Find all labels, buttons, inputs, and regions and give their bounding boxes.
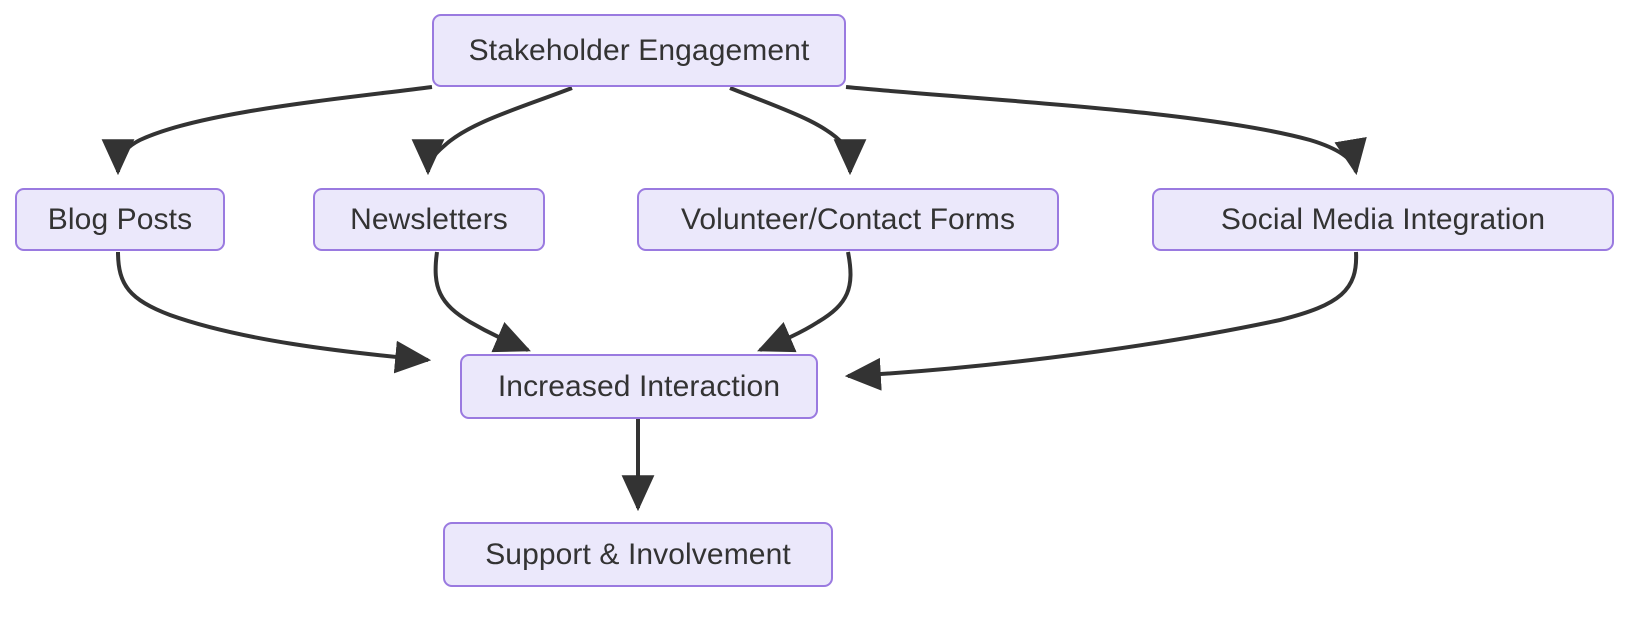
node-label-social-media-integration: Social Media Integration — [1220, 202, 1546, 236]
node-label-support-involvement: Support & Involvement — [485, 537, 791, 571]
node-support-involvement[interactable]: Support & Involvement — [443, 522, 833, 587]
edge-newsletters-to-increased-interaction — [433, 251, 531, 353]
node-volunteer-contact-forms[interactable]: Volunteer/Contact Forms — [637, 188, 1059, 251]
edge-stakeholder-to-volunteer-forms — [729, 86, 867, 176]
edge-stakeholder-to-blog-posts — [101, 85, 433, 176]
edge-stakeholder-to-newsletters — [411, 86, 573, 176]
node-label-stakeholder-engagement: Stakeholder Engagement — [468, 33, 810, 67]
node-label-newsletters: Newsletters — [350, 202, 508, 236]
edge-blog-posts-to-increased-interaction — [116, 251, 432, 374]
node-label-volunteer-contact-forms: Volunteer/Contact Forms — [680, 202, 1016, 236]
node-newsletters[interactable]: Newsletters — [313, 188, 545, 251]
edge-social-media-to-increased-interaction — [844, 251, 1359, 391]
node-social-media-integration[interactable]: Social Media Integration — [1152, 188, 1614, 251]
edge-stakeholder-to-social-media — [845, 85, 1367, 176]
node-blog-posts[interactable]: Blog Posts — [15, 188, 225, 251]
node-label-increased-interaction: Increased Interaction — [497, 369, 781, 403]
node-increased-interaction[interactable]: Increased Interaction — [460, 354, 818, 419]
edge-volunteer-forms-to-increased-interaction — [757, 251, 853, 353]
node-label-blog-posts: Blog Posts — [47, 202, 193, 236]
node-stakeholder-engagement[interactable]: Stakeholder Engagement — [432, 14, 846, 87]
